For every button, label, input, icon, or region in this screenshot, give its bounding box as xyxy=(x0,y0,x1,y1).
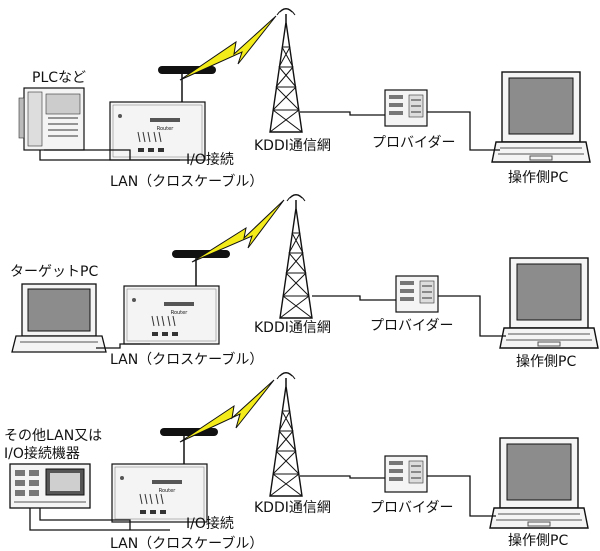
tower-icon xyxy=(269,371,303,497)
lightning-bolt-icon xyxy=(191,199,285,263)
tower-provider-line xyxy=(300,475,385,479)
provider-pc-line xyxy=(427,475,496,517)
operator-label: 操作側PC xyxy=(508,170,568,186)
operator-label: 操作側PC xyxy=(508,533,568,549)
router-device xyxy=(109,65,217,161)
provider-label: プロバイダー xyxy=(370,500,453,516)
lan-label: LAN（クロスケーブル） xyxy=(110,535,263,551)
tower-icon xyxy=(279,193,313,319)
provider-label: プロバイダー xyxy=(372,135,455,151)
provider-pc-line xyxy=(438,295,506,337)
row-3: その他LAN又は I/O接続機器 KDDI通信網 プロバイダー 操作側PC I/… xyxy=(4,371,589,551)
provider-server-icon xyxy=(384,89,428,127)
lan-label: LAN（クロスケーブル） xyxy=(110,173,263,190)
lightning-bolt-icon xyxy=(179,15,277,81)
lan-cable xyxy=(29,508,170,531)
lan-label: LAN（クロスケーブル） xyxy=(110,351,263,368)
row-1: PLCなど KDDI通信網 プロバイダー 操作側PC I/O接続 LAN（クロス… xyxy=(18,7,591,190)
lightning-bolt-icon xyxy=(179,379,275,443)
operator-pc-icon xyxy=(489,437,589,529)
provider-label: プロバイダー xyxy=(370,318,453,334)
provider-pc-line xyxy=(427,111,500,151)
provider-server-icon xyxy=(395,275,439,313)
router-device xyxy=(111,427,219,523)
io-label: I/O接続 xyxy=(186,515,234,532)
network-label: KDDI通信網 xyxy=(254,320,331,336)
target-pc-icon xyxy=(11,283,107,353)
tower-provider-line xyxy=(300,111,385,116)
tower-provider-line xyxy=(312,295,396,301)
router-device xyxy=(123,249,231,345)
source-label: PLCなど xyxy=(32,70,86,86)
row-2: ターゲットPC KDDI通信網 プロバイダー 操作側PC LAN（クロスケーブル… xyxy=(10,193,599,370)
operator-pc-icon xyxy=(499,257,599,349)
network-label: KDDI通信網 xyxy=(254,138,331,154)
operator-label: 操作側PC xyxy=(516,354,576,370)
provider-server-icon xyxy=(384,455,428,493)
lan-cable xyxy=(39,150,170,161)
operator-pc-icon xyxy=(491,71,591,163)
io-label: I/O接続 xyxy=(186,151,234,168)
lan-cable xyxy=(96,343,150,349)
io-cable xyxy=(39,508,131,530)
source-label: その他LAN又は xyxy=(4,428,102,444)
source-label: ターゲットPC xyxy=(10,264,98,280)
tower-icon xyxy=(269,7,303,133)
network-label: KDDI通信網 xyxy=(254,500,331,516)
source-label-2: I/O接続機器 xyxy=(4,445,80,462)
io-device-icon xyxy=(9,463,91,509)
io-cable xyxy=(44,149,131,160)
plc-device xyxy=(18,87,85,151)
